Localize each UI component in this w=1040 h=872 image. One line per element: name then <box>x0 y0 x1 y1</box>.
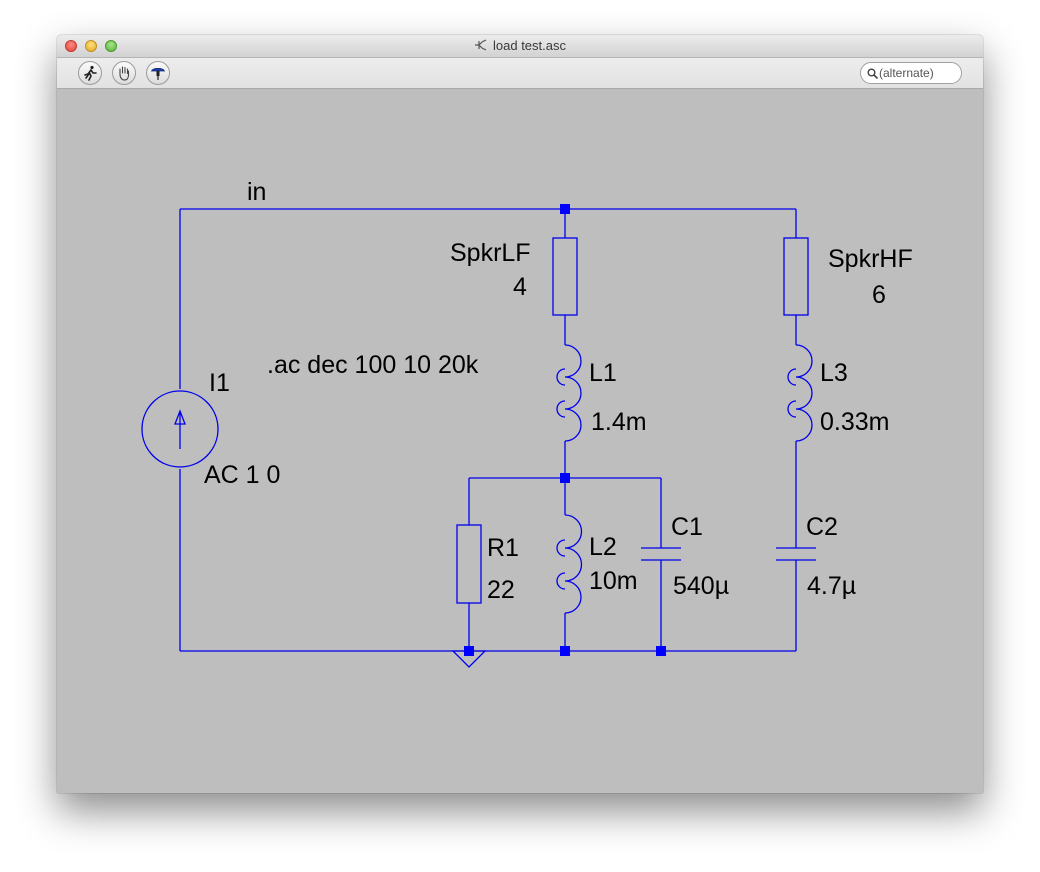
net-label-in[interactable]: in <box>247 178 266 206</box>
inductor-l2[interactable] <box>556 514 583 614</box>
label-c1-value: 540µ <box>673 572 729 600</box>
label-spkrhf-name: SpkrHF <box>828 245 913 273</box>
probe-icon <box>150 67 166 80</box>
zoom-window-button[interactable] <box>105 40 117 52</box>
schematic-diagram: in .ac dec 100 10 20k I1 AC 1 0 SpkrLF 4… <box>141 178 913 668</box>
label-l2-value: 10m <box>589 567 638 595</box>
label-l3-value: 0.33m <box>820 408 889 436</box>
run-button[interactable] <box>78 61 102 85</box>
junction-dot <box>560 646 570 656</box>
junction-dot <box>560 473 570 483</box>
label-l1-name: L1 <box>589 359 617 387</box>
label-c2-name: C2 <box>806 513 838 541</box>
window-title-area: load test.asc <box>57 38 983 53</box>
junction-dot <box>656 646 666 656</box>
resistor-r1[interactable] <box>456 524 482 604</box>
label-spkrlf-value: 4 <box>513 273 527 301</box>
title-bar: load test.asc <box>57 35 983 58</box>
label-c2-value: 4.7µ <box>807 572 856 600</box>
label-c1-name: C1 <box>671 513 703 541</box>
minimize-window-button[interactable] <box>85 40 97 52</box>
pan-button[interactable] <box>112 61 136 85</box>
junctions <box>464 204 666 656</box>
label-r1-name: R1 <box>487 534 519 562</box>
schematic-file-icon <box>475 39 487 51</box>
spice-directive[interactable]: .ac dec 100 10 20k <box>267 351 479 379</box>
toolbar <box>57 58 983 89</box>
running-man-icon <box>84 65 97 81</box>
junction-dot <box>464 646 474 656</box>
window-title: load test.asc <box>493 38 566 53</box>
label-l2-name: L2 <box>589 533 617 561</box>
search-input[interactable] <box>879 65 959 81</box>
current-source-i1[interactable] <box>141 390 219 468</box>
label-i1-name: I1 <box>209 369 230 397</box>
search-field[interactable] <box>860 62 962 84</box>
label-r1-value: 22 <box>487 576 515 604</box>
schematic-canvas[interactable]: in .ac dec 100 10 20k I1 AC 1 0 SpkrLF 4… <box>57 89 983 793</box>
resistor-spkrhf[interactable] <box>783 237 809 316</box>
hand-icon <box>119 66 130 81</box>
search-icon <box>867 68 878 79</box>
label-i1-value: AC 1 0 <box>204 461 280 489</box>
label-spkrlf-name: SpkrLF <box>450 239 531 267</box>
label-l1-value: 1.4m <box>591 408 647 436</box>
junction-dot <box>560 204 570 214</box>
inductor-l1[interactable] <box>556 344 582 442</box>
label-spkrhf-value: 6 <box>872 281 886 309</box>
label-l3-name: L3 <box>820 359 848 387</box>
capacitor-c1[interactable] <box>641 547 681 561</box>
app-window: load test.asc <box>57 35 983 793</box>
resistor-spkrlf[interactable] <box>552 237 578 316</box>
wires <box>179 208 797 652</box>
inductor-l3[interactable] <box>787 344 813 442</box>
probe-button[interactable] <box>146 61 170 85</box>
close-window-button[interactable] <box>65 40 77 52</box>
capacitor-c2[interactable] <box>776 547 816 561</box>
